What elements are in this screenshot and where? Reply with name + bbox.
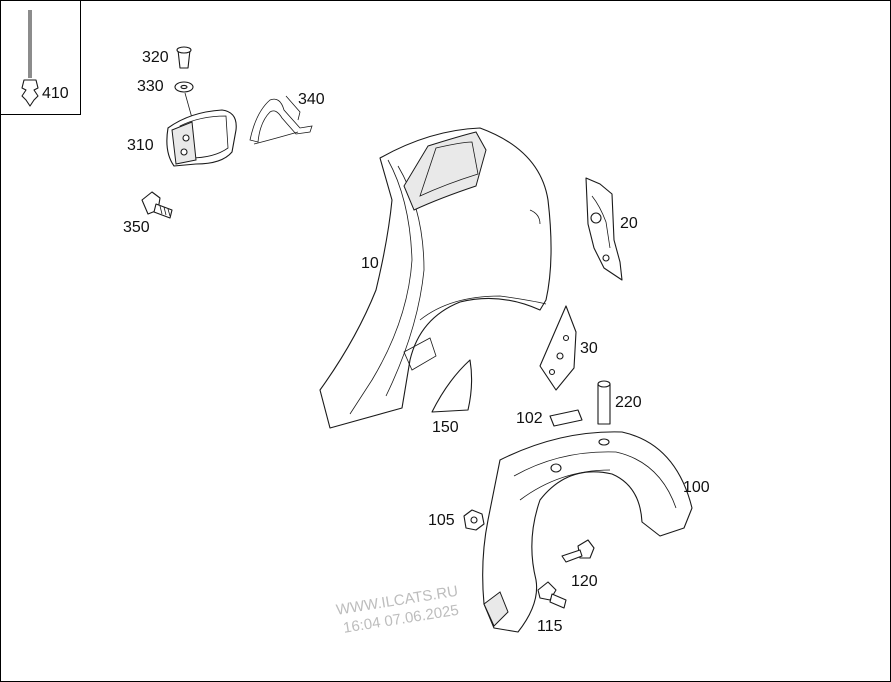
part-150-trim-piece [431,359,473,413]
callout-350: 350 [123,219,150,236]
callout-310: 310 [127,137,154,154]
callout-100: 100 [683,479,710,496]
part-350-bolt [141,191,173,219]
part-310-filler-housing [166,109,237,167]
callout-102: 102 [516,410,543,427]
part-102-pad [549,409,583,427]
part-220-tube [597,380,611,425]
part-410-pin [21,10,39,107]
part-320-cap [176,46,192,69]
callout-150: 150 [432,419,459,436]
part-115-screw [537,581,567,609]
part-105-clip [463,509,485,531]
callout-340: 340 [298,91,325,108]
callout-20: 20 [620,215,638,232]
part-100-wheelhouse-liner [482,431,693,633]
callout-320: 320 [142,49,169,66]
callout-10: 10 [361,255,379,272]
callout-105: 105 [428,512,455,529]
part-20-bracket [585,177,623,281]
part-330-washer [174,81,194,93]
callout-330: 330 [137,78,164,95]
callout-30: 30 [580,340,598,357]
part-340-seal [249,95,313,145]
callout-120: 120 [571,573,598,590]
callout-220: 220 [615,394,642,411]
part-30-bracket [539,305,577,391]
part-120-screw [561,539,595,563]
callout-115: 115 [537,618,563,635]
inset-box-410 [0,0,81,115]
part-10-side-panel [319,127,552,429]
callout-410: 410 [42,85,69,102]
